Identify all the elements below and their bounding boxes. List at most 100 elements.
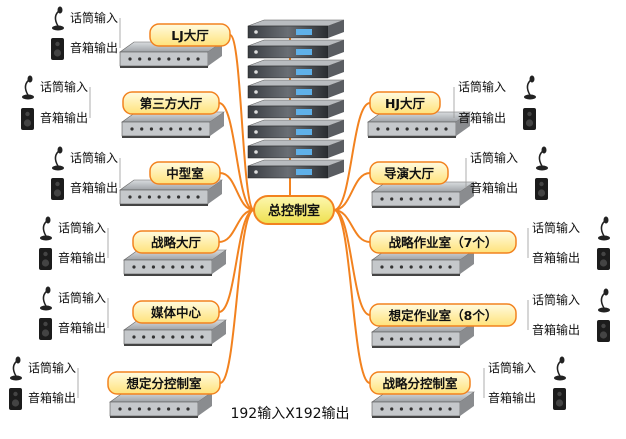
speaker-icon	[51, 38, 64, 60]
caption: 192输入X192输出	[230, 406, 349, 422]
microphone-icon	[40, 216, 52, 241]
microphone-icon	[524, 75, 536, 100]
room-label[interactable]: 想定作业室（8个）	[369, 303, 517, 327]
room-name: 战略分控制室	[382, 376, 458, 391]
microphone-icon	[598, 216, 610, 241]
mic-input-label: 话筒输入	[40, 79, 88, 94]
mixer-device	[371, 181, 475, 208]
speaker-output-label: 音箱输出	[58, 250, 106, 265]
room-name: 中型室	[166, 166, 204, 181]
mic-input-label: 话筒输入	[70, 150, 118, 165]
speaker-icon	[523, 108, 536, 130]
mixer-device	[121, 111, 225, 138]
speaker-output-label: 音箱输出	[70, 40, 118, 55]
mixer-device	[367, 111, 471, 138]
amplifier-stack	[247, 19, 345, 179]
mixer-device	[371, 249, 475, 276]
room-connector	[218, 102, 255, 211]
mixer-device	[123, 319, 227, 346]
room-connector	[229, 34, 255, 211]
room-connector	[218, 209, 255, 243]
mic-input-label: 话筒输入	[458, 79, 506, 94]
microphone-icon	[598, 288, 610, 313]
speaker-output-label: 音箱输出	[532, 322, 580, 337]
speaker-icon	[9, 388, 22, 410]
room-label[interactable]: HJ大厅	[369, 91, 441, 115]
room-connector	[219, 209, 255, 384]
room-name: LJ大厅	[171, 28, 209, 43]
room-label[interactable]: 中型室	[149, 161, 221, 185]
microphone-icon	[536, 146, 548, 171]
speaker-output-label: 音箱输出	[470, 180, 518, 195]
room-label[interactable]: 想定分控制室	[107, 371, 221, 395]
room-label[interactable]: 战略分控制室	[369, 371, 471, 395]
speaker-icon	[39, 248, 52, 270]
room-label[interactable]: 第三方大厅	[122, 91, 220, 115]
speaker-output-label: 音箱输出	[488, 390, 536, 405]
room-name: 想定作业室（8个）	[388, 308, 498, 323]
room-label[interactable]: 战略作业室（7个）	[369, 230, 517, 254]
amplifier-unit	[247, 79, 345, 99]
mic-input-label: 话筒输入	[488, 360, 536, 375]
room-name: HJ大厅	[385, 96, 426, 111]
room-name: 战略作业室（7个）	[389, 235, 498, 250]
microphone-icon	[22, 75, 34, 100]
mic-input-label: 话筒输入	[470, 150, 518, 165]
mic-input-label: 话筒输入	[28, 360, 76, 375]
speaker-icon	[39, 318, 52, 340]
room-connector	[219, 172, 255, 211]
center-node[interactable]: 总控制室	[253, 195, 335, 225]
mic-input-label: 话筒输入	[70, 10, 118, 25]
speaker-output-label: 音箱输出	[532, 250, 580, 265]
mic-input-label: 话筒输入	[58, 220, 106, 235]
speaker-icon	[21, 108, 34, 130]
microphone-icon	[10, 356, 22, 381]
room-label[interactable]: 媒体中心	[132, 300, 220, 324]
speaker-icon	[535, 178, 548, 200]
speaker-icon	[553, 388, 566, 410]
amplifier-unit	[247, 99, 345, 119]
room-name: 想定分控制室	[125, 376, 202, 391]
right-rooms: 话筒输入音箱输出HJ大厅话筒输入音箱输出导演大厅话筒输入音箱输出战略作业室（7个…	[367, 75, 610, 418]
speaker-output-label: 音箱输出	[40, 110, 88, 125]
mixer-device	[371, 391, 475, 418]
mixer-device	[123, 249, 227, 276]
room-label[interactable]: 导演大厅	[369, 161, 449, 185]
amplifier-unit	[247, 139, 345, 159]
room-connector	[333, 209, 371, 384]
microphone-icon	[52, 6, 64, 31]
mic-input-label: 话筒输入	[532, 220, 580, 235]
mic-input-label: 话筒输入	[532, 292, 580, 307]
amplifier-unit	[247, 39, 345, 59]
room-label[interactable]: 战略大厅	[132, 230, 220, 254]
amplifier-unit	[247, 119, 345, 139]
room-connector	[218, 209, 255, 313]
speaker-output-label: 音箱输出	[28, 390, 76, 405]
room-label[interactable]: LJ大厅	[149, 23, 231, 47]
mic-input-label: 话筒输入	[58, 290, 106, 305]
room-name: 导演大厅	[384, 166, 435, 181]
room-connector	[333, 209, 371, 243]
speaker-output-label: 音箱输出	[458, 110, 506, 125]
amplifier-unit	[247, 159, 345, 179]
speaker-icon	[51, 178, 64, 200]
speaker-icon	[597, 320, 610, 342]
room-connector	[333, 172, 371, 211]
room-name: 战略大厅	[151, 235, 202, 250]
speaker-icon	[597, 248, 610, 270]
speaker-output-label: 音箱输出	[58, 320, 106, 335]
microphone-icon	[554, 356, 566, 381]
microphone-icon	[40, 286, 52, 311]
room-name: 媒体中心	[151, 305, 202, 320]
room-name: 第三方大厅	[140, 96, 203, 111]
left-rooms: 话筒输入音箱输出LJ大厅话筒输入音箱输出第三方大厅话筒输入音箱输出中型室话筒输入…	[9, 6, 231, 418]
